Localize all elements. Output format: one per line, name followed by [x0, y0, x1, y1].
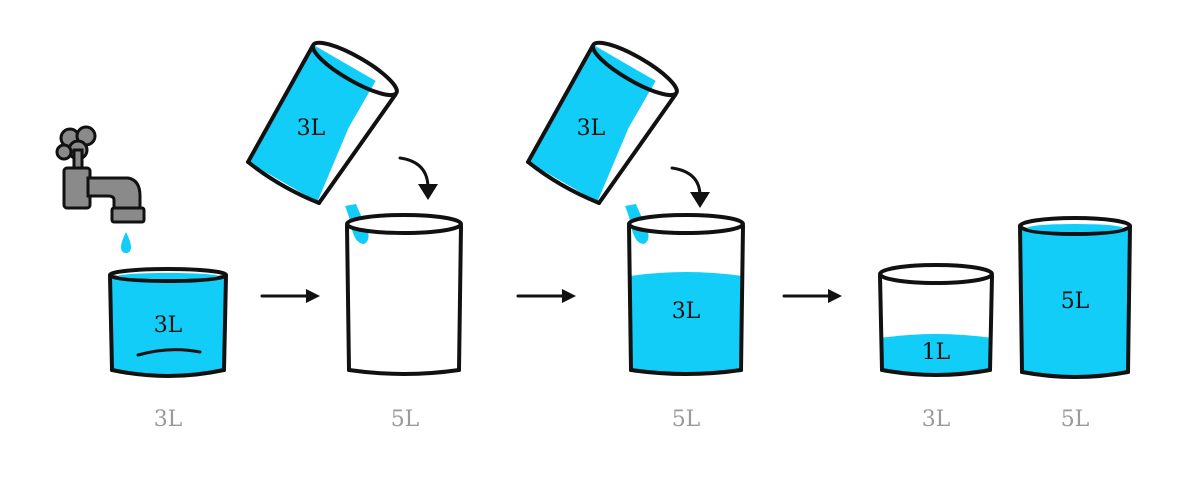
jug-5l-partly-filled: 3L: [627, 213, 745, 376]
curved-arrow-down-icon: [670, 166, 710, 208]
jug-3l-with-1l: 1L: [878, 263, 994, 377]
jug-3l-full: 3L: [108, 267, 228, 378]
pouring-jug-label: 3L: [577, 116, 606, 141]
jug-5l-full: 5L: [1018, 216, 1132, 379]
jug-content-label: 1L: [922, 340, 951, 365]
curved-arrow-down-icon: [398, 156, 438, 200]
water-drop-icon: [121, 232, 131, 253]
step-4-caption-left: 3L: [922, 407, 951, 432]
step-2-caption: 5L: [391, 407, 420, 432]
pouring-jug-3l: 3L: [246, 40, 399, 205]
step-1-caption: 3L: [154, 407, 183, 432]
jug-5l-empty: [345, 213, 463, 376]
pouring-jug-label: 3L: [297, 116, 326, 141]
arrow-right-icon: [782, 289, 842, 303]
jug-content-label: 3L: [154, 313, 183, 338]
arrow-right-icon: [516, 289, 576, 303]
faucet-icon: [55, 125, 146, 224]
jug-content-label: 3L: [672, 299, 701, 324]
step-4-caption-right: 5L: [1061, 407, 1090, 432]
step-3-caption: 5L: [672, 407, 701, 432]
jug-content-label: 5L: [1061, 289, 1090, 314]
pouring-jug-3l: 3L: [526, 40, 679, 205]
arrow-right-icon: [260, 289, 320, 303]
